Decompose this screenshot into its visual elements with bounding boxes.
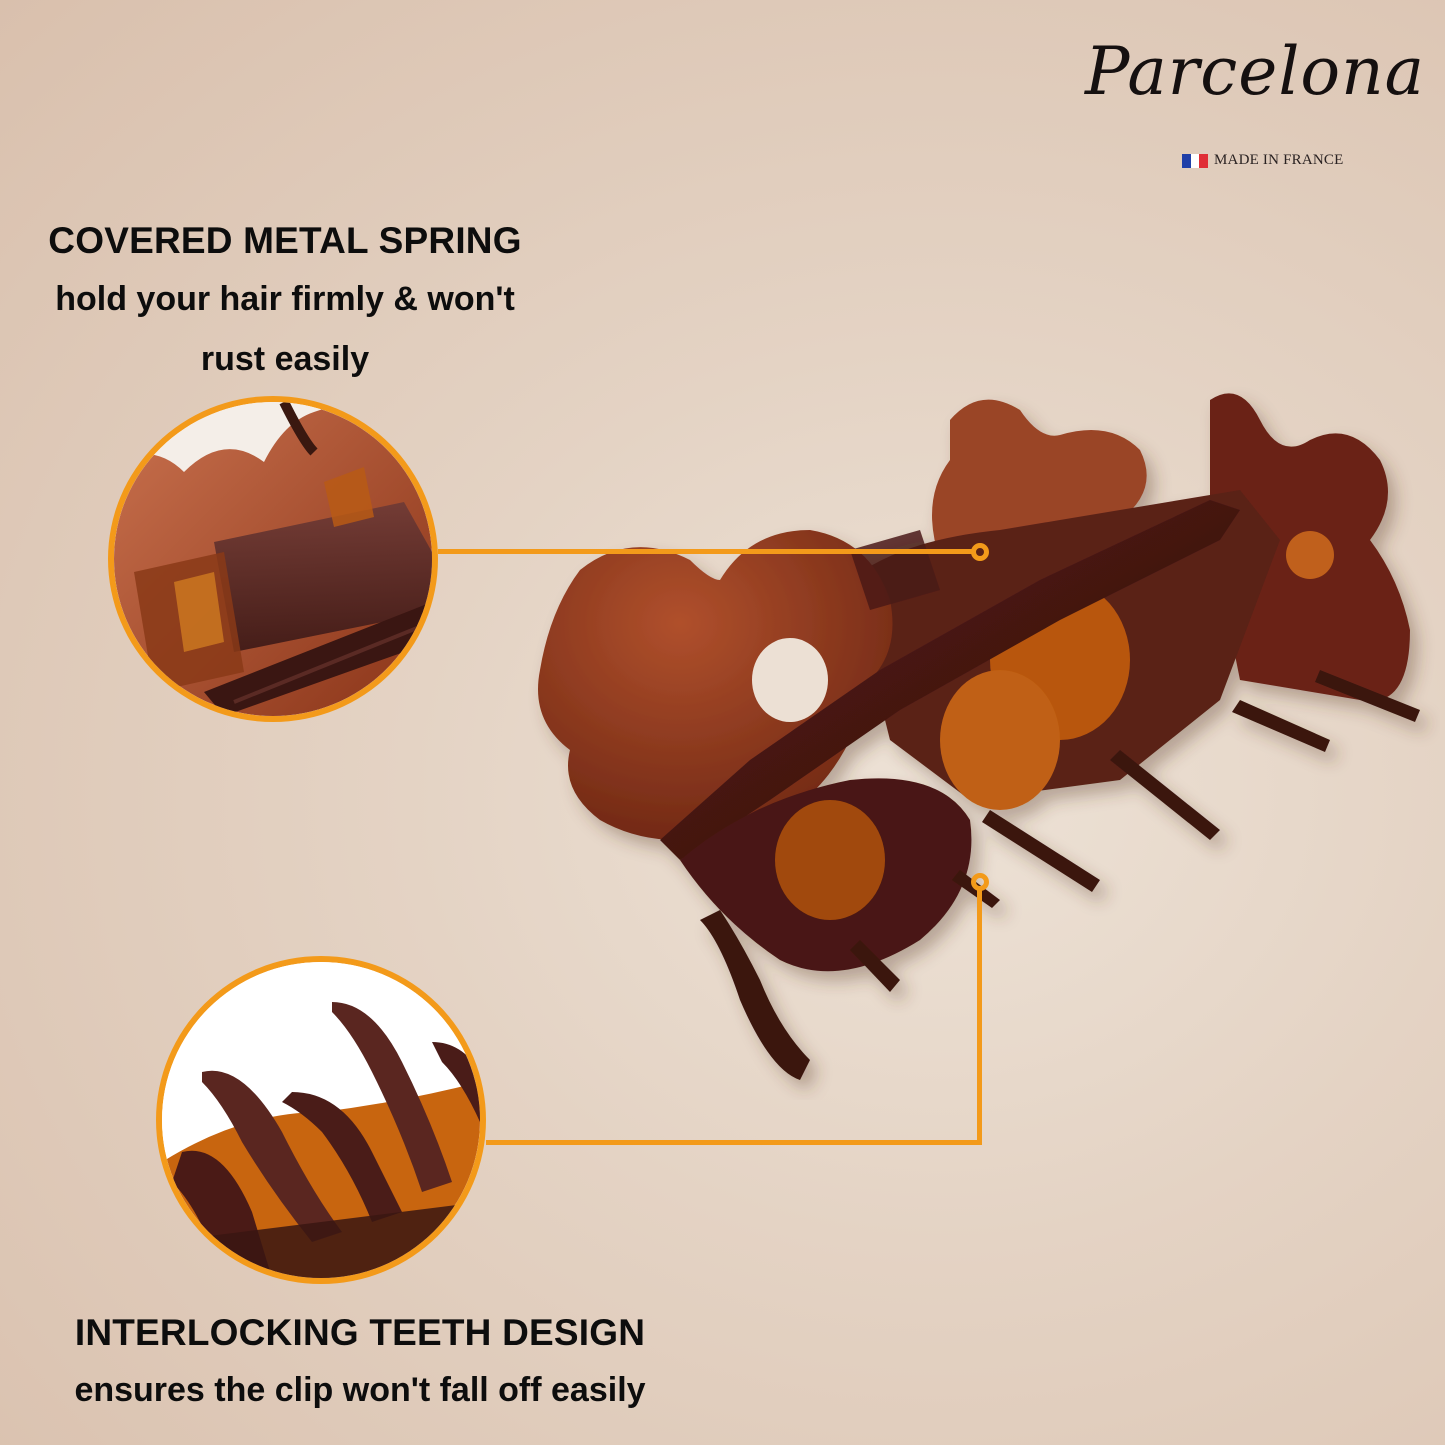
brand-name: Parcelona <box>1084 33 1426 110</box>
made-in-badge: MADE IN FRANCE <box>1182 152 1343 169</box>
french-flag-icon <box>1182 153 1209 168</box>
teeth-closeup-icon <box>162 962 480 1278</box>
brand-tagline: MADE IN FRANCE <box>1214 152 1344 168</box>
feature-spring: COVERED METAL SPRING hold your hair firm… <box>10 213 560 389</box>
feature-description: rust easily <box>200 340 370 378</box>
callout-dot-teeth <box>971 873 989 891</box>
product-image <box>520 380 1440 1100</box>
callout-line-teeth-horizontal <box>486 1140 982 1145</box>
brand-logo: Parcelona MADE IN FRANCE <box>1070 22 1440 168</box>
spring-closeup-image <box>108 396 438 722</box>
hair-claw-clip-icon <box>538 393 1420 1080</box>
feature-title: INTERLOCKING TEETH DESIGN <box>74 1312 646 1353</box>
callout-line-spring <box>438 549 974 554</box>
feature-title: COVERED METAL SPRING <box>48 220 522 261</box>
feature-teeth: INTERLOCKING TEETH DESIGN ensures the cl… <box>30 1305 690 1419</box>
feature-description: hold your hair firmly & won't <box>55 280 515 318</box>
teeth-closeup-image <box>156 956 486 1284</box>
callout-line-teeth-vertical <box>977 889 982 1145</box>
feature-description: ensures the clip won't fall off easily <box>74 1371 646 1409</box>
callout-dot-spring <box>971 543 989 561</box>
spring-closeup-icon <box>114 402 432 716</box>
